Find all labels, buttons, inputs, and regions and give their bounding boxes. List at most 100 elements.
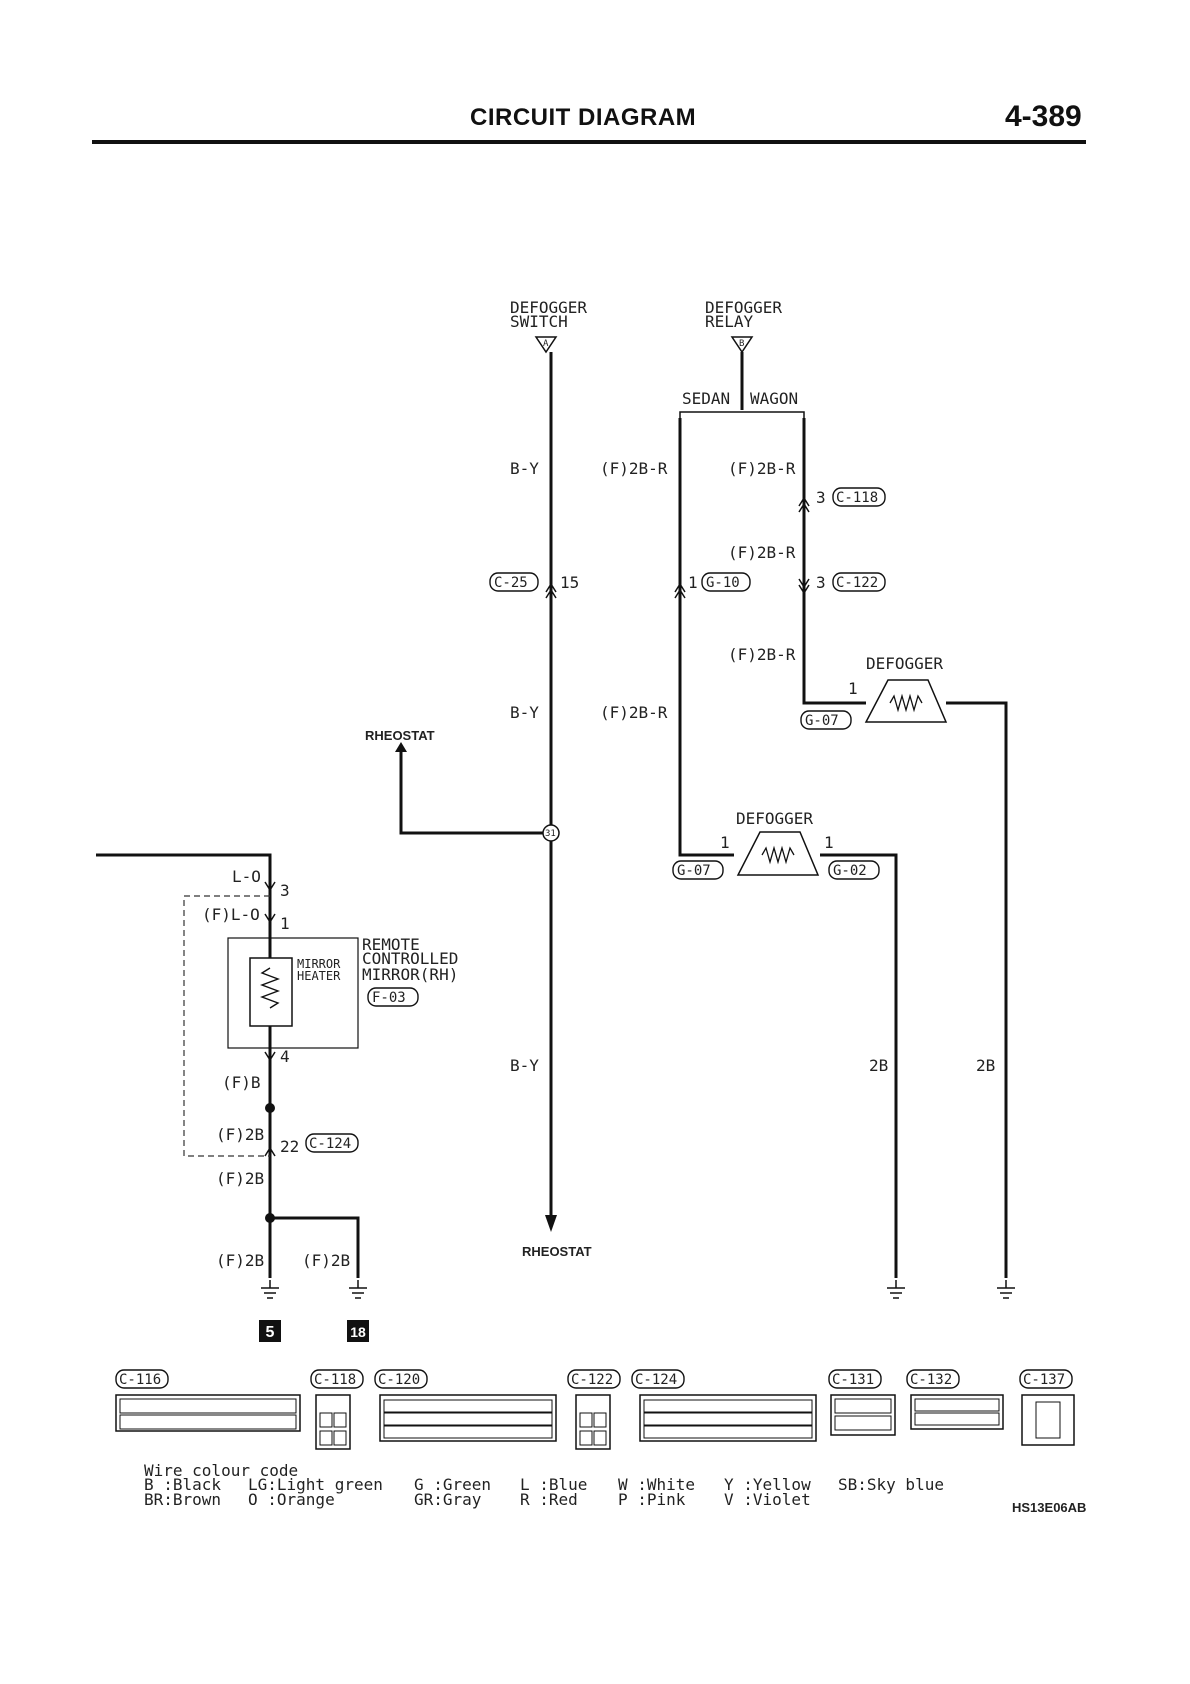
switch-pin-label: A	[543, 339, 549, 349]
defogger-lower-label: DEFOGGER	[736, 809, 813, 828]
wire-label-by-mid: B-Y	[510, 703, 539, 722]
wire-label-wagon-top: (F)2B-R	[728, 459, 796, 478]
connector-view-c132: C-132	[906, 1369, 1004, 1430]
header-rule	[92, 140, 1086, 144]
wire-label-2b-left: 2B	[869, 1056, 888, 1075]
connector-view-c120: C-120	[374, 1369, 557, 1442]
legend-title: Wire colour code	[144, 1461, 298, 1480]
c118-pin: 3	[816, 488, 826, 507]
c25-pin: 15	[560, 573, 579, 592]
c122-pin: 3	[816, 573, 826, 592]
c122-connector-tag	[832, 572, 886, 592]
g10-label: G-10	[706, 575, 740, 591]
wire-label-f2b-c: (F)2B	[216, 1251, 264, 1270]
pin-3-label: 3	[280, 881, 290, 900]
defogger-switch-label-1: DEFOGGER	[510, 298, 587, 317]
defogger-lower-pin-right: 1	[824, 833, 834, 852]
junction-label: 31	[545, 829, 556, 839]
wire-label-sedan-mid: (F)2B-R	[600, 703, 668, 722]
connector-view-c118: C-118	[310, 1369, 364, 1450]
g02-connector-tag	[828, 860, 880, 880]
connector-view-c124: C-124	[631, 1369, 817, 1442]
ground-18-label: 18	[350, 1324, 366, 1340]
rheostat-bottom-label: RHEOSTAT	[522, 1244, 592, 1259]
wire-label-by-low: B-Y	[510, 1056, 539, 1075]
ground-18-badge	[347, 1320, 369, 1342]
legend-y: Y :Yellow	[724, 1475, 811, 1494]
rheostat-bottom-arrow	[545, 1215, 557, 1232]
ground-5-badge	[259, 1320, 281, 1342]
splice-dot-upper	[265, 1103, 275, 1113]
g10-pin: 1	[688, 573, 698, 592]
relay-pin-label: B	[739, 339, 744, 349]
ground-icon-18	[348, 1279, 368, 1299]
legend-p: P :Pink	[618, 1490, 686, 1509]
wire-label-by-top: B-Y	[510, 459, 539, 478]
c118-label: C-118	[836, 490, 878, 506]
ground-icon-lower-defogger	[886, 1279, 906, 1299]
defogger-lower-resistor-icon	[761, 845, 795, 865]
c124-view-label: C-124	[635, 1372, 677, 1388]
rheostat-left-arrow	[395, 742, 407, 752]
f03-connector-tag	[367, 987, 419, 1007]
ground-5-label: 5	[266, 1324, 275, 1341]
defogger-upper-pin: 1	[848, 679, 858, 698]
mirror-dashed-boundary	[183, 895, 270, 1157]
defogger-switch-label-2: SWITCH	[510, 312, 568, 331]
relay-pin-triangle	[730, 336, 754, 354]
lo-wire	[96, 853, 272, 1218]
legend-o: O :Orange	[248, 1490, 335, 1509]
wire-label-flo: (F)L-O	[202, 905, 260, 924]
legend-sb: SB:Sky blue	[838, 1475, 944, 1494]
c137-view-label: C-137	[1023, 1372, 1065, 1388]
defogger-relay-label-1: DEFOGGER	[705, 298, 782, 317]
rheostat-left-label: RHEOSTAT	[365, 728, 435, 743]
defogger-upper-label: DEFOGGER	[866, 654, 943, 673]
wire-colour-legend: Wire colour code B :Black LG:Light green…	[144, 1461, 944, 1509]
legend-br: BR:Brown	[144, 1490, 221, 1509]
wire-label-f2b-a: (F)2B	[216, 1125, 264, 1144]
mirror-heater-label-1: MIRROR	[297, 957, 341, 971]
c122-label: C-122	[836, 575, 878, 591]
ground-icon-5	[260, 1279, 280, 1299]
defogger-lower-pin-left: 1	[720, 833, 730, 852]
g07-lower-connector-tag	[672, 860, 724, 880]
legend-l: L :Blue	[520, 1475, 587, 1494]
figure-code: HS13E06AB	[1012, 1500, 1086, 1515]
f2b-branch-wire	[270, 1216, 360, 1278]
mirror-heater-label-2: HEATER	[297, 969, 341, 983]
g07-lower-label: G-07	[677, 863, 711, 879]
f03-label: F-03	[372, 990, 406, 1006]
legend-r: R :Red	[520, 1490, 578, 1509]
page-number: 4-389	[1005, 100, 1082, 133]
defogger-relay-label-2: RELAY	[705, 312, 754, 331]
c124-pin: 22	[280, 1137, 299, 1156]
c132-view-label: C-132	[910, 1372, 952, 1388]
c124-connector-tag	[305, 1133, 359, 1153]
sedan-label: SEDAN	[682, 389, 730, 408]
c118-view-label: C-118	[314, 1372, 356, 1388]
upper-defogger-ground-wire	[946, 701, 1008, 1278]
c25-label: C-25	[494, 575, 528, 591]
wire-label-2b-right: 2B	[976, 1056, 995, 1075]
legend-lg: LG:Light green	[248, 1475, 383, 1494]
mirror-label-1: REMOTE	[362, 935, 420, 954]
rheostat-left-wire	[399, 752, 543, 835]
connector-view-c116: C-116	[115, 1369, 301, 1432]
sedan-wagon-bracket	[679, 411, 805, 418]
c116-view-label: C-116	[119, 1372, 161, 1388]
defogger-upper-body	[864, 679, 948, 723]
wire-label-wagon-mid: (F)2B-R	[728, 543, 796, 562]
g02-label: G-02	[833, 863, 867, 879]
switch-pin-triangle	[534, 336, 558, 354]
mirror-label-3: MIRROR(RH)	[362, 965, 458, 984]
g10-connector-tag	[701, 572, 751, 592]
c122-view-label: C-122	[571, 1372, 613, 1388]
wagon-label: WAGON	[750, 389, 798, 408]
pin-1-label: 1	[280, 914, 290, 933]
wire-label-f2b-d: (F)2B	[302, 1251, 350, 1270]
connector-view-c137: C-137	[1019, 1369, 1075, 1446]
lower-defogger-ground-wire	[820, 853, 898, 1278]
